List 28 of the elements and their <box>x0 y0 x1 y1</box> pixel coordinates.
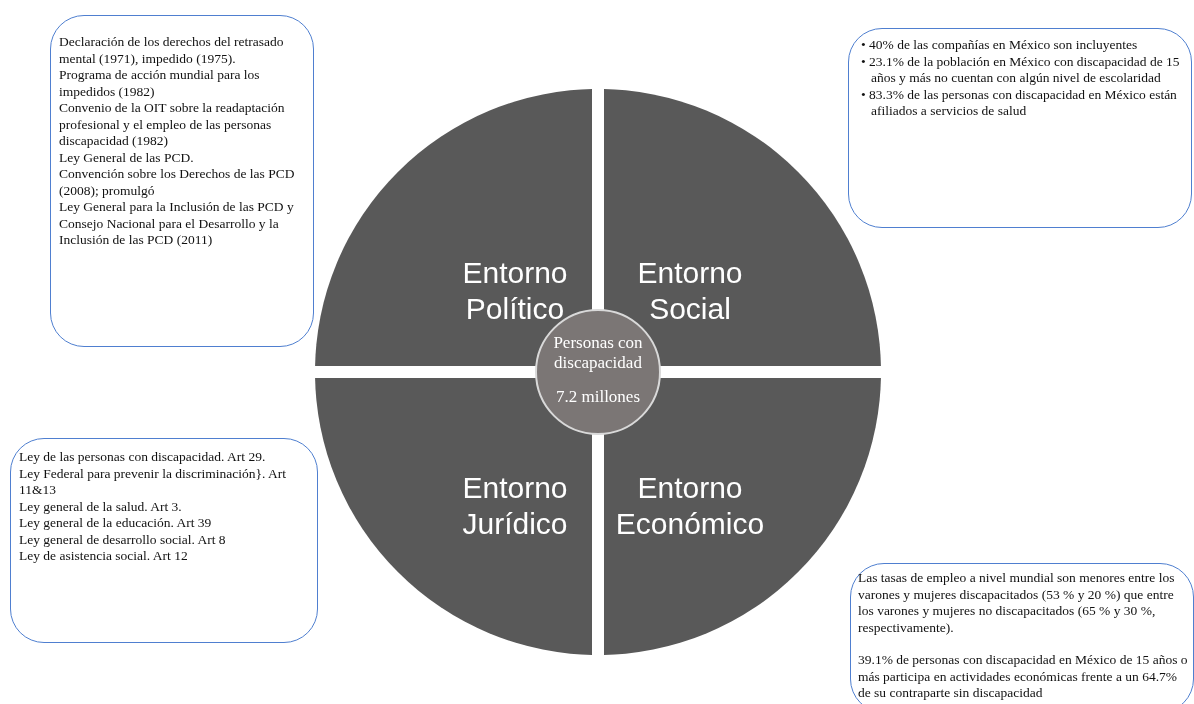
list-text: Ley general de la educación. Art 39 <box>19 515 213 532</box>
list-text: Consejo Nacional para el Desarrollo y la Inclusión de las PCD (2011) <box>59 215 280 249</box>
list-text: Ley general de la salud. Art 3. <box>19 498 183 515</box>
callout-box <box>850 563 1194 704</box>
paragraph-text: 39.1% de personas con discapacidad en México de 15 años o más participa en actividades económicas frente a un 64.7% de su contraparte sin discapacidad <box>858 652 1189 702</box>
bullet-text: • 83.3% de las personas con discapacidad en México están afiliados a servicios de salud <box>861 86 1178 120</box>
list-text: Programa de acción mundial para los impedidos (1982) <box>59 67 261 100</box>
list-text: Ley General para la Inclusión de las PCD y <box>59 199 295 216</box>
callout-box <box>848 28 1192 228</box>
bullet-text: • 23.1% de la población en México con discapacidad de 15 años y más no cuentan con algún nivel de escolaridad <box>861 53 1181 87</box>
bullet-text: • 40% de las compañías en México son incluyentes <box>861 37 1139 54</box>
list-text: Ley Federal para prevenir la discriminación}. Art 11&13 <box>19 465 287 499</box>
callout-box <box>50 15 314 347</box>
list-text: Ley General de las PCD. <box>59 149 195 166</box>
list-text: Convenio de la OIT sobre la readaptación profesional y el empleo de las personas discapacidad (1982) <box>59 100 286 150</box>
paragraph-text: Las tasas de empleo a nivel mundial son menores entre los varones y mujeres discapacitados (53 % y 20 %) que entre los varones y mujeres no discapacitados (65 % y 30 %, respectivamente). <box>858 570 1176 636</box>
quadrant-label: Entorno Social <box>636 255 744 327</box>
list-text: Declaración de los derechos del retrasado mental (1971), impedido (1975). <box>59 34 285 67</box>
list-text: Ley de asistencia social. Art 12 <box>19 548 189 565</box>
list-text: Ley general de desarrollo social. Art 8 <box>19 531 227 548</box>
quadrant-label: Entorno Político <box>461 255 569 327</box>
list-text: Convención sobre los Derechos de las PCD (2008); promulgó <box>59 166 296 199</box>
center-text: 7.2 millones <box>554 387 642 407</box>
quadrant-label: Entorno Jurídico <box>461 470 569 542</box>
quadrant-label: Entorno Económico <box>614 470 766 542</box>
list-text: Ley de las personas con discapacidad. Art 29. <box>19 449 267 466</box>
center-text: Personas con discapacidad <box>552 333 644 373</box>
callout-box <box>10 438 318 643</box>
